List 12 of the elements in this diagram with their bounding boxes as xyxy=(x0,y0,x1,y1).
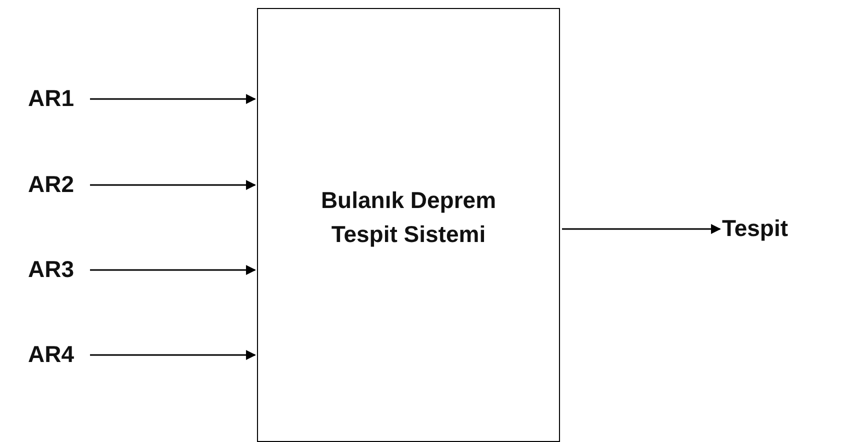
system-title: Bulanık Deprem Tespit Sistemi xyxy=(320,186,498,249)
arrow xyxy=(562,224,721,234)
input-label: AR2 xyxy=(28,173,74,196)
input-label: AR3 xyxy=(28,258,74,281)
input-label: AR4 xyxy=(28,343,74,366)
arrow xyxy=(90,350,256,360)
arrow xyxy=(90,180,256,190)
arrow xyxy=(90,265,256,275)
output-label: Tespit xyxy=(722,217,788,240)
input-label: AR1 xyxy=(28,87,74,110)
system-box xyxy=(257,8,560,442)
arrow xyxy=(90,94,256,104)
